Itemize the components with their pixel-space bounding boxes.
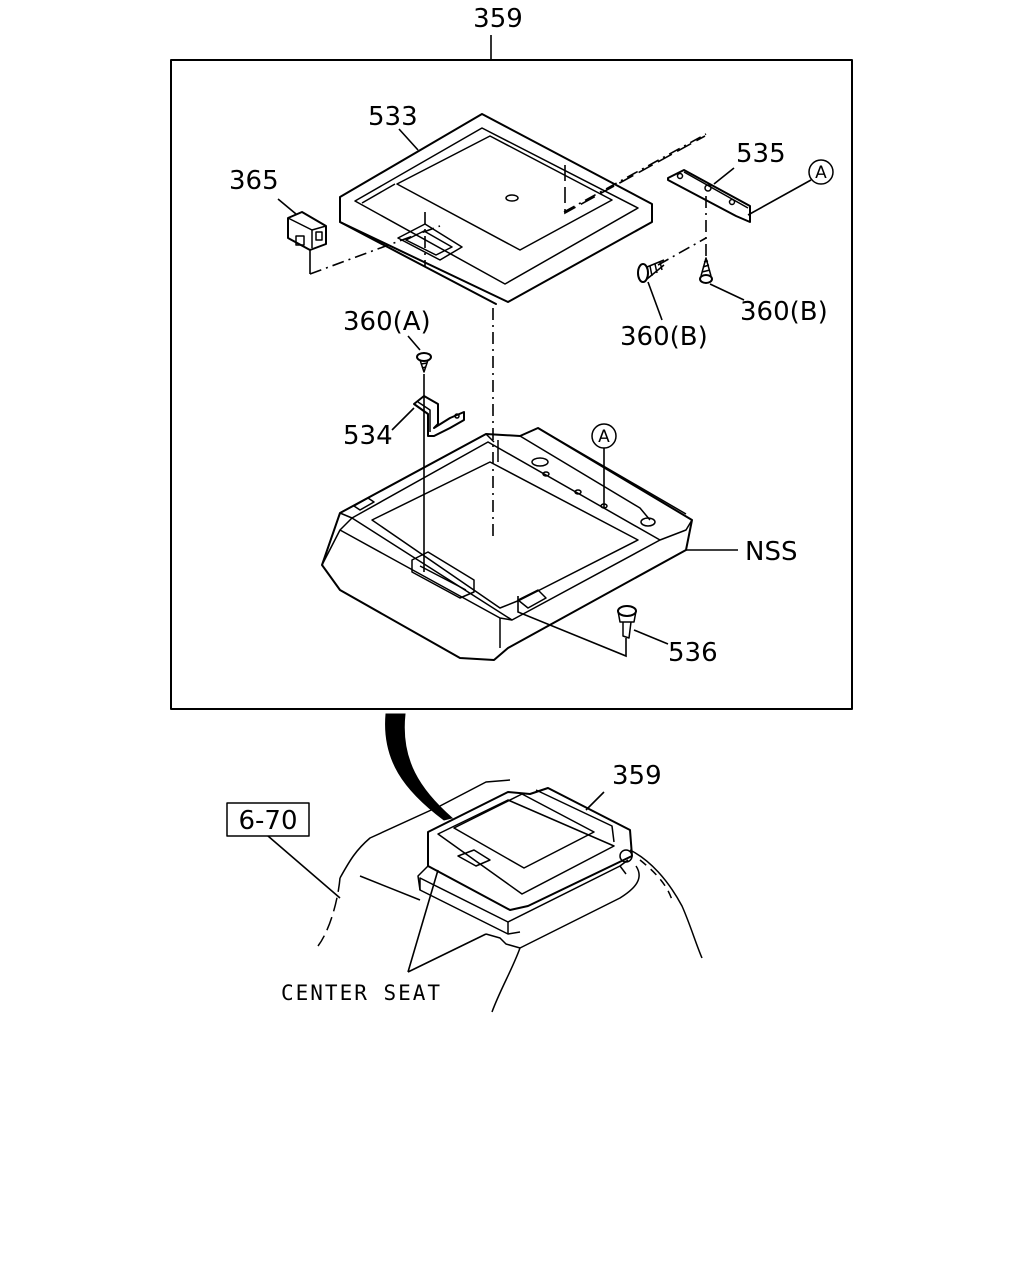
lid-label: 533 bbox=[368, 102, 418, 132]
ref-a-top-leader bbox=[747, 179, 812, 216]
center-seat-label: CENTER SEAT bbox=[281, 981, 442, 1005]
lid-533 bbox=[339, 113, 653, 305]
ref-a-top-circle bbox=[808, 159, 834, 185]
screw-360b-right bbox=[699, 257, 713, 284]
lid-hidden-edge bbox=[564, 135, 706, 215]
lid-leader bbox=[398, 128, 419, 151]
screw-a-label: 360(A) bbox=[343, 307, 431, 337]
striker-label: 534 bbox=[343, 421, 393, 451]
lid-centre-line bbox=[563, 133, 707, 213]
ref-page-label: 6-70 bbox=[238, 806, 297, 836]
latch-365 bbox=[287, 211, 327, 251]
clip-reference-lines bbox=[517, 596, 627, 658]
screw-b-right-leader bbox=[709, 283, 745, 301]
screw-b-right-label: 360(B) bbox=[740, 297, 828, 327]
center-seat-leader-2 bbox=[407, 933, 487, 973]
console-installed bbox=[417, 787, 633, 935]
screw-b-left-leader bbox=[647, 281, 663, 321]
screw-a-leader bbox=[407, 335, 421, 351]
base-label: NSS bbox=[745, 537, 797, 567]
ref-a-box-label: A bbox=[598, 427, 610, 447]
bracket-label: 535 bbox=[736, 139, 786, 169]
latch-label: 365 bbox=[229, 166, 279, 196]
bracket-535 bbox=[667, 169, 751, 223]
exploded-view-frame bbox=[170, 59, 853, 710]
vehicle-view bbox=[317, 779, 703, 1013]
locator-arrow bbox=[385, 713, 454, 821]
assembly-bottom-label: 359 bbox=[612, 761, 662, 791]
screw-360a bbox=[416, 352, 432, 373]
clip-leader bbox=[633, 629, 669, 645]
screw-360b-left bbox=[637, 259, 665, 283]
striker-534 bbox=[413, 395, 465, 437]
ref-page-leader bbox=[267, 835, 341, 899]
striker-leader bbox=[391, 407, 415, 431]
screw-b-left-label: 360(B) bbox=[620, 322, 708, 352]
bracket-leader bbox=[713, 167, 735, 185]
clip-536 bbox=[617, 605, 637, 639]
assembly-top-label: 359 bbox=[473, 4, 523, 34]
clip-label: 536 bbox=[668, 638, 718, 668]
latch-leader bbox=[277, 198, 297, 215]
screw-b-axis-left bbox=[657, 237, 707, 266]
ref-a-top-label: A bbox=[815, 163, 827, 183]
base-nss bbox=[321, 427, 693, 661]
center-seat-leader-1 bbox=[407, 869, 439, 973]
assembly-bottom-leader bbox=[585, 791, 605, 811]
